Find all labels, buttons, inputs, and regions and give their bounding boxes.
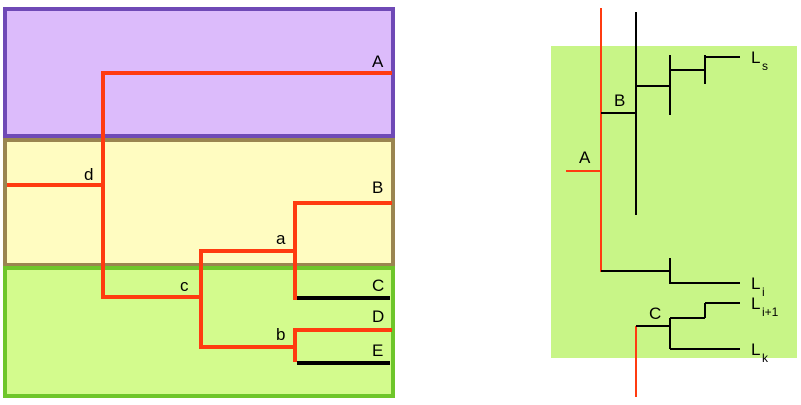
leaf-Li-base: L <box>751 274 760 293</box>
left-diagram: A d B a c C D b E <box>3 7 395 398</box>
node-label-d: d <box>84 165 93 184</box>
leaf-label-E: E <box>372 341 383 360</box>
left-black-branches <box>297 296 390 365</box>
node-label-c: c <box>180 276 189 295</box>
right-diagram: B A C L s L i L i+1 L k <box>551 8 797 397</box>
left-red-tree <box>7 71 392 362</box>
leaf-label-A: A <box>372 52 384 71</box>
leaf-label-D: D <box>372 307 384 326</box>
right-black-lines <box>601 12 740 350</box>
node-label-B-right: B <box>614 91 625 110</box>
leaf-Lk-base: L <box>751 340 760 359</box>
node-label-C-right: C <box>649 304 661 323</box>
leaf-label-Li1: L i+1 <box>751 294 779 319</box>
node-label-b: b <box>276 325 285 344</box>
leaf-label-Li: L i <box>751 274 765 299</box>
leaf-label-C: C <box>372 276 384 295</box>
leaf-Ls-sub: s <box>762 59 768 73</box>
leaf-label-B: B <box>372 178 383 197</box>
leaf-Ls-base: L <box>751 48 760 67</box>
leaf-Li1-base: L <box>751 294 760 313</box>
node-label-a: a <box>276 229 286 248</box>
node-label-A-right: A <box>579 148 591 167</box>
leaf-label-Lk: L k <box>751 340 769 365</box>
right-red-lines <box>566 8 637 397</box>
green-panel <box>551 46 797 358</box>
leaf-Li1-sub: i+1 <box>762 305 779 319</box>
leaf-label-Ls: L s <box>751 48 768 73</box>
leaf-Lk-sub: k <box>762 351 769 365</box>
leaf-Li-sub: i <box>762 285 765 299</box>
